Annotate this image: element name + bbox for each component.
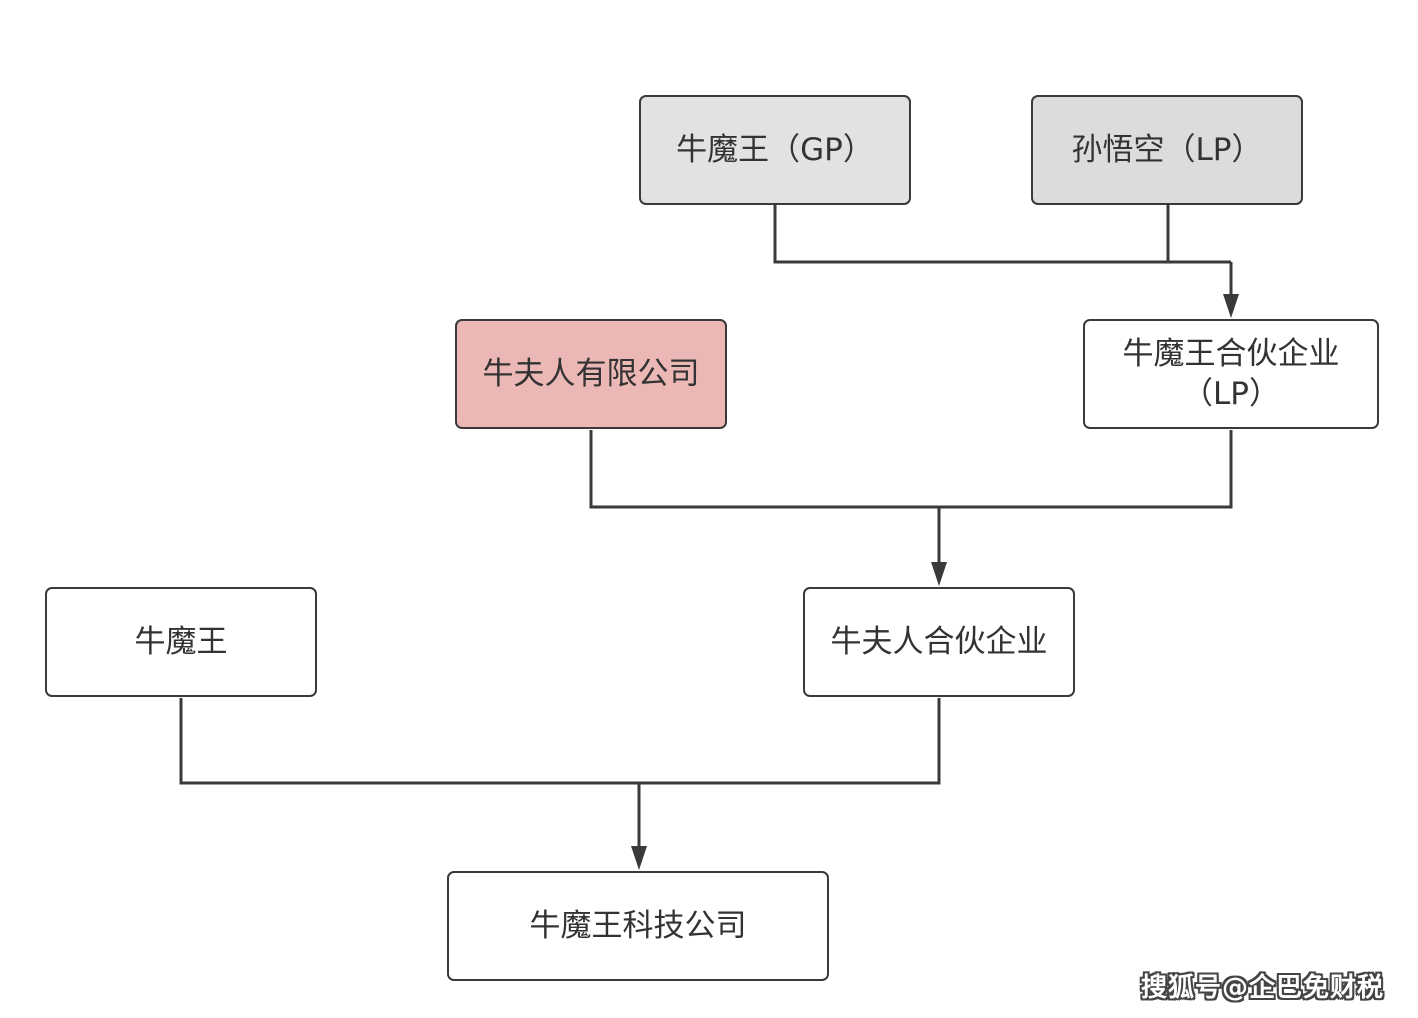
node-sunwukong-lp[interactable]: 孙悟空（LP） xyxy=(1031,95,1303,205)
connector-niufuren-partnership-to-merge xyxy=(639,698,941,785)
node-niufuren-company[interactable]: 牛夫人有限公司 xyxy=(455,319,727,429)
node-niumowang-tech[interactable]: 牛魔王科技公司 xyxy=(447,871,829,981)
node-niumowang-label: 牛魔王 xyxy=(134,624,228,660)
node-niumowang-gp[interactable]: 牛魔王（GP） xyxy=(639,95,911,205)
connector-niumowang-partnership-to-merge xyxy=(939,430,1233,509)
connector-niumowang-to-merge xyxy=(179,698,639,785)
arrowhead-to-niumowang-tech xyxy=(631,846,647,870)
node-niumowang-partnership-lp-line2: （LP） xyxy=(1182,376,1280,412)
node-niumowang-tech-label: 牛魔王科技公司 xyxy=(529,908,747,944)
arrowhead-to-niufuren-partnership xyxy=(931,562,947,586)
node-niufuren-company-label: 牛夫人有限公司 xyxy=(482,356,700,392)
node-niufuren-partnership[interactable]: 牛夫人合伙企业 xyxy=(803,587,1075,697)
node-niumowang-gp-label: 牛魔王（GP） xyxy=(676,132,874,168)
arrowhead-to-niumowang-partnership xyxy=(1223,294,1239,318)
node-niumowang-partnership-lp-line1: 牛魔王合伙企业 xyxy=(1122,336,1340,372)
connector-niufuren-company-to-merge xyxy=(589,430,939,509)
connector-lp-to-merge xyxy=(1166,205,1231,264)
node-niufuren-partnership-label: 牛夫人合伙企业 xyxy=(830,624,1048,660)
watermark-text: 搜狐号@企巴免财税 xyxy=(1140,973,1384,1003)
node-sunwukong-lp-label: 孙悟空（LP） xyxy=(1071,132,1263,168)
node-niumowang-partnership-lp[interactable]: 牛魔王合伙企业 （LP） xyxy=(1083,319,1379,429)
node-niumowang[interactable]: 牛魔王 xyxy=(45,587,317,697)
connector-gp-to-merge xyxy=(773,205,1168,264)
